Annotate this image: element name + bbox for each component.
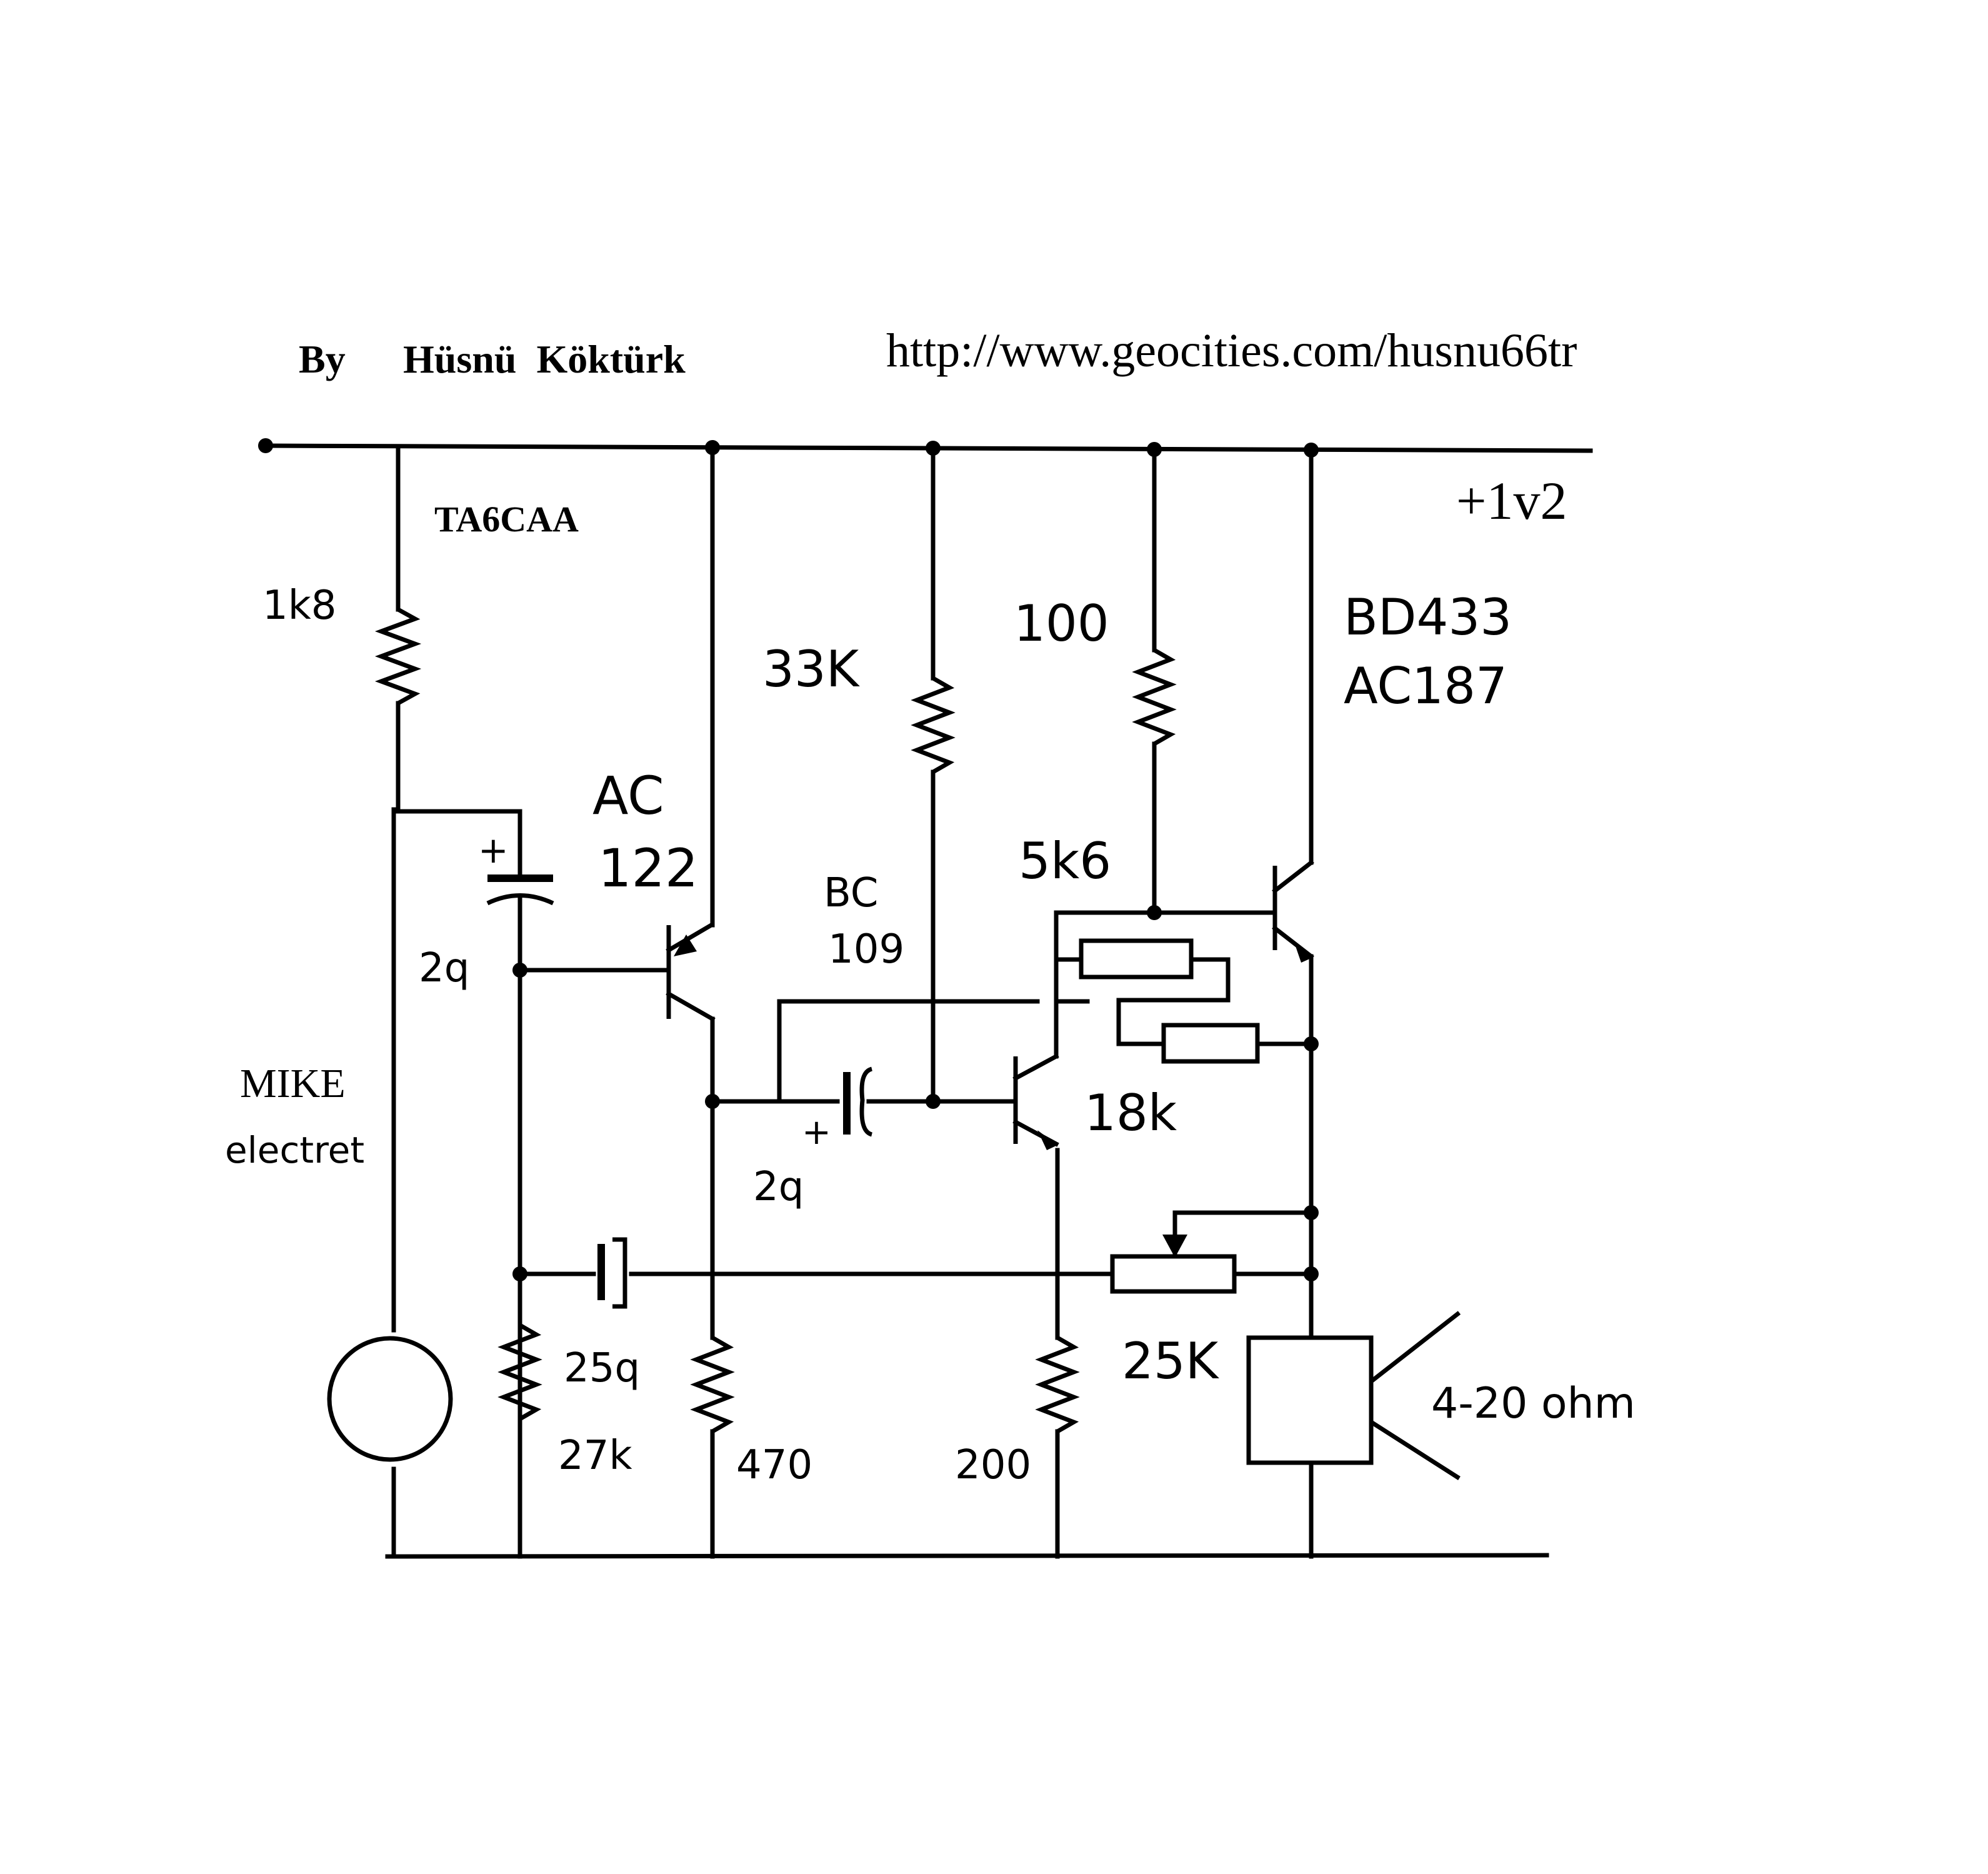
resistor-33k-label: 33K	[762, 640, 861, 698]
transistor-ac122-line1: AC	[592, 765, 664, 826]
author-url: http://www.geocities.com/husnu66tr	[886, 324, 1577, 377]
by-label: By	[299, 337, 346, 381]
transistor-bd433-line1: BD433	[1344, 588, 1512, 646]
resistor-18k-label: 18k	[1084, 1084, 1177, 1142]
resistor-100	[1132, 447, 1177, 920]
resistor-1k8	[374, 444, 422, 812]
potentiometer-25k-label: 25K	[1122, 1332, 1220, 1390]
capacitor-input-plus: +	[478, 829, 509, 871]
resistor-5k6-label: 5k6	[1019, 832, 1111, 890]
speaker-impedance-label: 4-20 ohm	[1431, 1379, 1636, 1428]
transistor-bc109-line2: 109	[828, 926, 904, 973]
transistor-bc109-line1: BC	[824, 870, 878, 916]
transistor-ac122	[517, 922, 716, 1022]
mic-label-line1: MIKE	[240, 1061, 346, 1106]
capacitor-input-2q	[391, 809, 554, 1559]
mic-label-line2: electret	[225, 1129, 364, 1171]
resistor-200	[1035, 1335, 1080, 1434]
resistor-5k6	[1054, 938, 1231, 1003]
speaker	[1246, 1311, 1461, 1559]
capacitor-coupling-plus: +	[802, 1112, 831, 1153]
capacitor-coupling-label: 2q	[753, 1164, 804, 1210]
resistor-27k-label: 27k	[558, 1433, 632, 1479]
positive-rail	[258, 438, 1593, 458]
callsign-label: TA6CAA	[434, 499, 579, 539]
resistor-18k	[1116, 998, 1319, 1064]
supply-voltage-label: +1v2	[1456, 471, 1567, 531]
resistor-33k	[911, 446, 956, 1104]
resistor-470	[690, 1335, 735, 1434]
capacitor-feedback-25q	[517, 1237, 699, 1309]
potentiometer-25k	[1066, 1205, 1319, 1294]
resistor-1k8-label: 1k8	[262, 583, 337, 629]
capacitor-feedback-label: 25q	[564, 1345, 640, 1391]
capacitor-input-label: 2q	[419, 945, 469, 991]
resistor-27k	[497, 1323, 542, 1421]
capacitor-coupling-2q	[710, 1066, 1018, 1137]
ground-rail	[385, 1553, 1549, 1559]
transistor-bd433	[1272, 859, 1314, 963]
resistor-470-label: 470	[736, 1442, 812, 1488]
author-name: Hüsnü Köktürk	[403, 337, 686, 381]
transistor-bd433-line2: AC187	[1344, 657, 1507, 715]
electret-microphone	[327, 1336, 453, 1462]
resistor-100-label: 100	[1014, 594, 1109, 653]
resistor-200-label: 200	[955, 1442, 1031, 1488]
transistor-ac122-line2: 122	[598, 838, 698, 899]
transistor-bc109	[1012, 1053, 1059, 1150]
